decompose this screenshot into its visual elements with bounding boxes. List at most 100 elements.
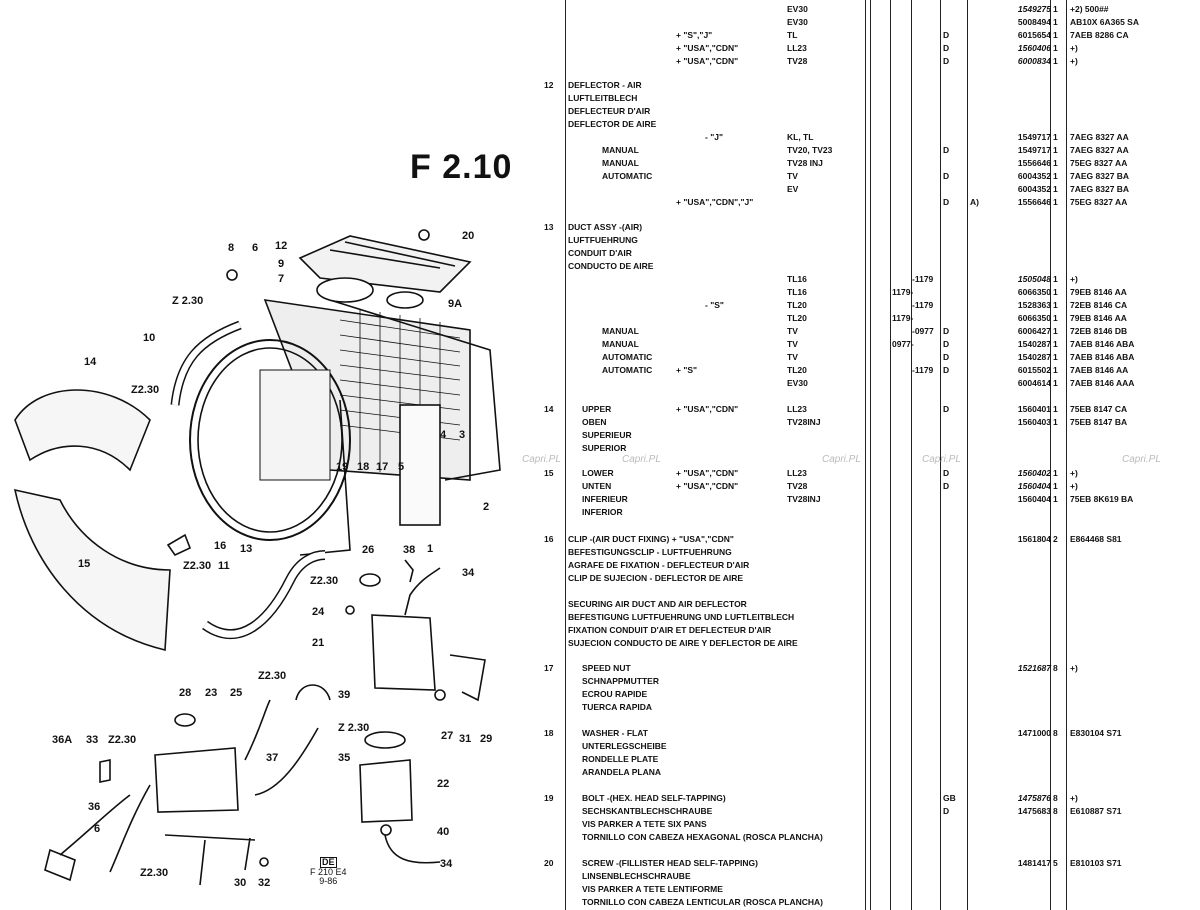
callout-label: Z2.30 — [258, 670, 287, 682]
description: WASHER - FLAT — [582, 728, 648, 738]
part-number: 1549717 — [1017, 132, 1051, 142]
callout-label: 40 — [437, 826, 450, 838]
callout-label: 34 — [440, 858, 453, 870]
region-flag: GB — [943, 793, 956, 803]
reference-code: 7AEB 8146 AA — [1070, 365, 1129, 375]
callout-label: 33 — [86, 734, 99, 746]
model-code: TV — [787, 339, 798, 349]
callout-label: 3 — [459, 429, 466, 441]
table-row: LINSENBLECHSCHRAUBE — [540, 870, 1200, 883]
description: SUJECION CONDUCTO DE AIRE Y DEFLECTOR DE… — [568, 638, 798, 648]
reference-code: 75EG 8327 AA — [1070, 158, 1128, 168]
callout-label: 22 — [437, 778, 450, 790]
model-code: TL20 — [787, 300, 807, 310]
quantity: 1 — [1053, 468, 1058, 478]
model-code: LL23 — [787, 43, 807, 53]
description: VIS PARKER A TETE LENTIFORME — [582, 884, 723, 894]
model-code: KL, TL — [787, 132, 814, 142]
column-divider — [1066, 0, 1067, 910]
callout-label: 36 — [88, 801, 101, 813]
callout-label: 9A — [448, 298, 463, 310]
callout-label: Z2.30 — [183, 560, 212, 572]
callout-label: 21 — [312, 637, 325, 649]
model-code: EV30 — [787, 17, 808, 27]
quantity: 1 — [1053, 171, 1058, 181]
part-number: 1556646 — [1017, 197, 1051, 207]
reference-code: 7AEB 8146 AAA — [1070, 378, 1135, 388]
part-number: 6004352 — [1017, 171, 1051, 181]
reference-code: E830104 S71 — [1070, 728, 1122, 738]
part-number: 5008494 — [1017, 17, 1051, 27]
quantity: 5 — [1053, 858, 1058, 868]
reference-code: 79EB 8146 AA — [1070, 287, 1127, 297]
part-number: 1560402 — [1017, 468, 1051, 478]
figure-title: F 2.10 — [410, 148, 513, 186]
callout-label: 23 — [205, 687, 218, 699]
variant-description: MANUAL — [602, 158, 639, 168]
callout-label: 30 — [234, 877, 247, 889]
quantity: 1 — [1053, 197, 1058, 207]
item-number: 18 — [544, 728, 554, 738]
table-row: CONDUCTO DE AIRE — [540, 260, 1200, 273]
callout-label: 31 — [459, 733, 472, 745]
part-number: 6015654 — [1017, 30, 1051, 40]
reference-code: +) — [1070, 43, 1078, 53]
quantity: 1 — [1053, 184, 1058, 194]
quantity: 1 — [1053, 313, 1058, 323]
market-condition: - "J" — [705, 132, 723, 142]
market-condition: + "S","J" — [676, 30, 713, 40]
reference-code: 72EB 8146 DB — [1070, 326, 1128, 336]
quantity: 1 — [1053, 132, 1058, 142]
model-code: EV — [787, 184, 799, 194]
date-to: -1179 — [912, 274, 934, 284]
table-row: TUERCA RAPIDA — [540, 701, 1200, 714]
part-number: 1540287 — [1017, 352, 1051, 362]
callout-label: 28 — [179, 687, 192, 699]
callout-label: 32 — [258, 877, 271, 889]
column-divider — [940, 0, 941, 910]
table-row: ECROU RAPIDE — [540, 688, 1200, 701]
description: SECHSKANTBLECHSCHRAUBE — [582, 806, 713, 816]
watermark-text: Capri.PL — [522, 454, 561, 465]
part-number: 1560404 — [1017, 494, 1051, 504]
description: DEFLECTOR DE AIRE — [568, 119, 657, 129]
callout-label: 10 — [143, 332, 156, 344]
callout-label: 14 — [84, 356, 97, 368]
part-number: 1475876 — [1017, 793, 1051, 803]
table-row: DEFLECTOR DE AIRE — [540, 118, 1200, 131]
callout-label: 15 — [78, 558, 91, 570]
region-flag: D — [943, 56, 950, 66]
description: UNTERLEGSCHEIBE — [582, 741, 667, 751]
variant-description: AUTOMATIC — [602, 365, 653, 375]
date-to: -1179 — [912, 300, 934, 310]
date-from: 1179- — [892, 287, 914, 297]
quantity: 1 — [1053, 494, 1058, 504]
region-flag: D — [943, 171, 950, 181]
variant-description: AUTOMATIC — [602, 352, 653, 362]
region-flag: D — [943, 481, 950, 491]
quantity: 1 — [1053, 17, 1058, 27]
quantity: 1 — [1053, 30, 1058, 40]
description: LOWER — [582, 468, 614, 478]
table-row: SUPERIOR — [540, 442, 1200, 455]
reference-code: +) — [1070, 56, 1078, 66]
callout-label: 18 — [357, 461, 370, 473]
description: UNTEN — [582, 481, 612, 491]
quantity: 8 — [1053, 806, 1058, 816]
date-from: 1179- — [892, 313, 914, 323]
description: CONDUIT D'AIR — [568, 248, 632, 258]
